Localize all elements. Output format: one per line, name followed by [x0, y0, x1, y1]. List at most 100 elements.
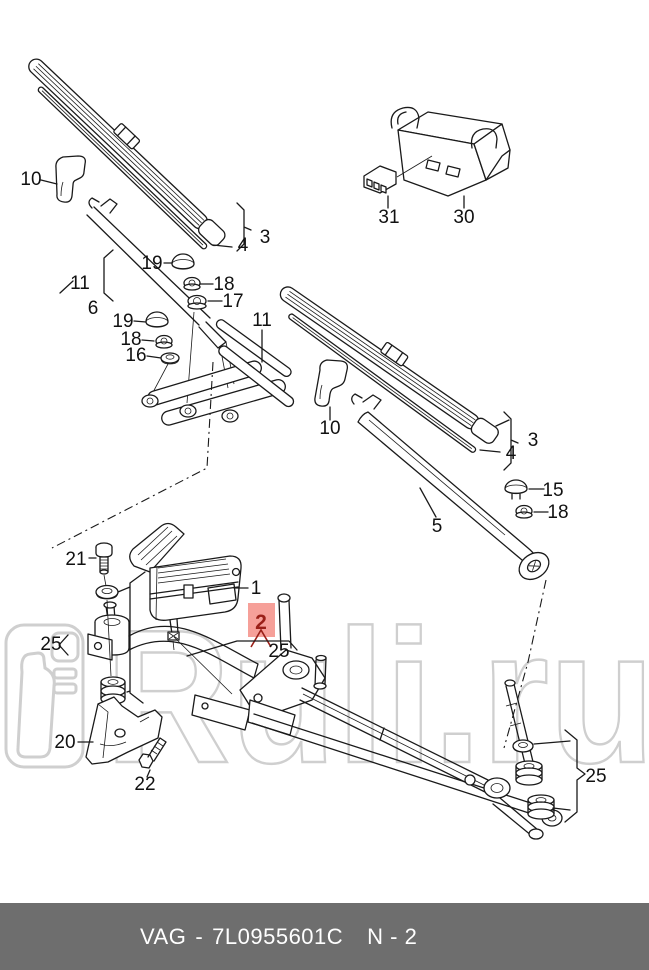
bushing-25-upper	[515, 760, 543, 786]
label-4-right: 4	[506, 443, 517, 464]
blade-end-cap	[197, 218, 226, 247]
hex-nut-18c	[515, 504, 533, 519]
rear-wiper-arm-group	[40, 155, 295, 549]
bolt-21	[95, 542, 113, 575]
footer-page-code: N - 2	[367, 923, 418, 949]
module-front	[397, 129, 487, 197]
chevron-25-left	[58, 634, 69, 656]
label-6: 6	[88, 298, 99, 319]
bolt-22	[138, 737, 167, 769]
label-20: 20	[54, 732, 75, 753]
rear-wiper-blade	[215, 319, 295, 408]
bracket-3-right	[495, 411, 519, 471]
blade-connector	[380, 341, 409, 367]
bracket-25-right	[564, 729, 586, 823]
arm-hook	[351, 393, 382, 410]
mount-eyelets	[141, 394, 239, 423]
label-15: 15	[542, 480, 563, 501]
watermark-logo	[4, 623, 85, 769]
label-31: 31	[378, 207, 399, 228]
motor-armature	[129, 522, 185, 573]
module-clip	[390, 106, 420, 129]
leader-4-right	[479, 449, 501, 453]
bracket-11-6	[59, 249, 114, 302]
label-11-blade: 11	[252, 310, 272, 331]
blade-refill-2	[288, 313, 477, 453]
blade-end-cap	[470, 417, 499, 444]
link-rod-main	[299, 687, 489, 793]
pivot-lever	[492, 797, 539, 837]
leader-18b	[141, 339, 155, 342]
label-1: 1	[251, 578, 262, 599]
cup-washer-25	[512, 739, 534, 753]
rear-arm-hook	[88, 197, 118, 214]
washer-under-21	[95, 584, 119, 600]
watermark-logo-bar	[52, 667, 78, 680]
cap-nut-19b	[145, 311, 169, 328]
label-2-highlighted: 2	[255, 611, 267, 634]
bushing-25-lower	[527, 794, 555, 820]
label-30: 30	[453, 207, 474, 228]
label-4-left: 4	[238, 235, 249, 256]
control-module-group	[363, 106, 511, 209]
watermark-oil-jug-icon	[16, 651, 56, 759]
leader-4-left	[212, 244, 233, 248]
leader-22	[146, 769, 151, 778]
label-5: 5	[432, 516, 443, 537]
module-flange	[485, 149, 511, 181]
left-pivot-housing	[87, 601, 130, 661]
label-25-left: 25	[40, 634, 61, 655]
front-wiper-blade-1	[28, 58, 252, 252]
footer-part-number: 7L0955601C	[212, 923, 344, 949]
assembly-axis-right	[503, 579, 547, 749]
parts-diagram: Ruli.ru	[4, 58, 649, 840]
label-18a: 18	[213, 274, 234, 295]
label-21: 21	[65, 549, 86, 570]
label-18b: 18	[120, 329, 141, 350]
linkage-assembly	[58, 542, 586, 840]
footer-bar: VAG - 7L0955601C N - 2	[0, 903, 649, 970]
blade-refill-1	[37, 86, 208, 250]
washer-16	[160, 352, 180, 365]
module-side	[473, 123, 511, 181]
label-10-front: 10	[319, 418, 340, 439]
front-wiper-arm-group	[314, 359, 550, 749]
footer-part-reference: VAG - 7L0955601C	[140, 924, 343, 950]
label-17: 17	[222, 291, 243, 312]
label-25-center: 25	[268, 641, 289, 662]
hex-nut-18b	[155, 334, 173, 349]
wiper-motor	[129, 522, 249, 651]
rear-arm-cap	[55, 155, 86, 203]
module-slots	[425, 159, 461, 178]
frame-strap	[128, 625, 259, 679]
nut-17	[187, 294, 207, 310]
hex-nut-18a	[183, 276, 201, 291]
label-10-rear: 10	[20, 169, 41, 190]
bracket-2-25	[186, 640, 298, 657]
highlight-callout	[186, 603, 298, 657]
watermark-logo-badge	[50, 631, 80, 663]
label-25-right: 25	[585, 766, 606, 787]
blade-connector	[113, 123, 141, 150]
leader-16	[146, 355, 162, 359]
front-wiper-blade-2	[279, 286, 519, 471]
leader-19b	[133, 320, 147, 323]
arm-pivot-eye	[518, 551, 550, 581]
label-3-left: 3	[260, 227, 271, 248]
motor-connector-tab	[207, 583, 237, 605]
bracket-3-left	[236, 202, 252, 252]
label-22: 22	[134, 774, 155, 795]
part-labels: 10 3 4 11 6 19 18 17 19 18 16 11 31 30 1…	[20, 169, 606, 795]
footer-separator: -	[195, 923, 204, 949]
grommet-25	[100, 676, 126, 705]
label-19a: 19	[141, 253, 162, 274]
cap-nut-19a	[171, 253, 195, 270]
assembly-axis-left	[51, 361, 214, 549]
front-arm-cap	[314, 359, 349, 407]
watermark-logo-bar	[52, 682, 78, 695]
rod-end-eye	[483, 777, 511, 799]
leaders-25-right	[533, 740, 571, 811]
label-16: 16	[125, 345, 146, 366]
bracket-25-left	[117, 571, 146, 704]
